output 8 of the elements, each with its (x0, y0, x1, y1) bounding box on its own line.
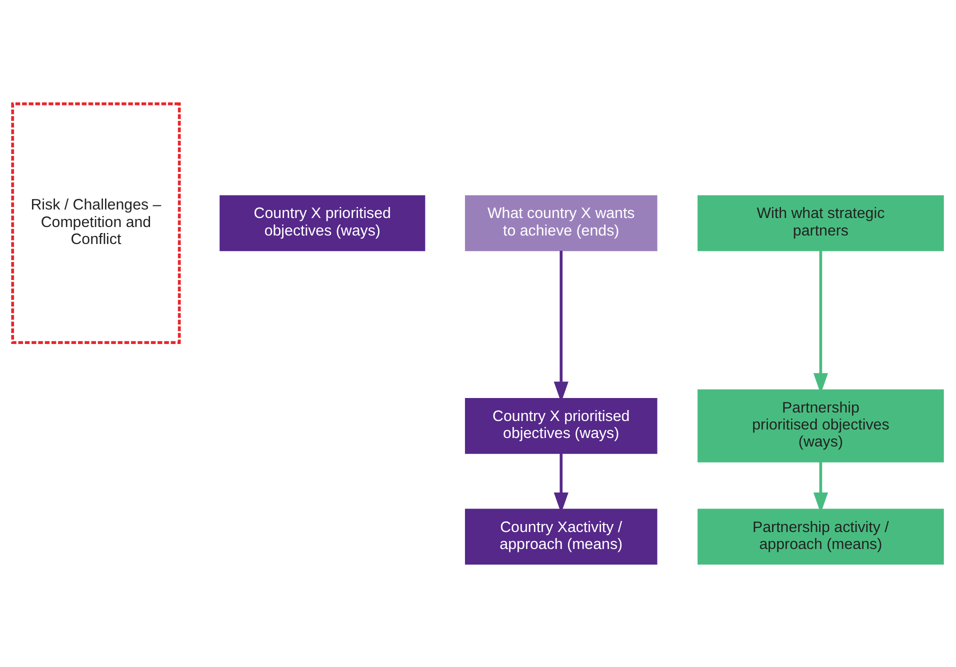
node-box: With what strategic partners (698, 194, 944, 251)
node-box: Country Xactivity / approach (means) (464, 508, 658, 564)
node-box: Country X prioritised objectives (ways) (220, 194, 426, 251)
node-box: Partnership activity / approach (means) (698, 508, 944, 564)
node-box: Partnership prioritised objectives (ways) (698, 388, 944, 462)
node-box: Risk / Challenges – Competition and Conflict (11, 102, 181, 344)
node-box: What country X wants to achieve (ends) (464, 194, 658, 251)
node-box: Country X prioritised objectives (ways) (464, 397, 658, 454)
